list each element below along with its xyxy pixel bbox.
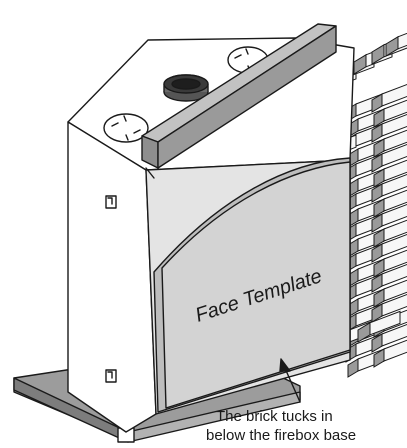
brick-col-9-b [373, 219, 407, 248]
brick-col-3-b [373, 129, 407, 158]
brick-col-10-b [371, 233, 407, 263]
brick-col-16-b [371, 323, 407, 353]
brick-col-1-b [373, 99, 407, 128]
flue-collar [163, 74, 209, 102]
side-clip-upper [105, 195, 117, 209]
vent-circle-left [103, 113, 149, 143]
face-template: Face Template [153, 157, 351, 413]
brick-col-17-b [373, 339, 407, 368]
brick-bottom-2 [357, 310, 401, 343]
brick-top-5 [385, 32, 407, 57]
brick-col-4-b [371, 143, 407, 173]
brick-col-6-b [371, 173, 407, 203]
brick-col-11-b [373, 249, 407, 278]
brick-col-14-b [371, 293, 407, 323]
brick-col-12-b [371, 263, 407, 293]
brick-col-2-b [371, 113, 407, 143]
brick-col-5-b [373, 159, 407, 188]
callout-arrow [279, 358, 301, 403]
callout-line-2: below the firebox base [206, 427, 356, 444]
callout-line-1: The brick tucks in [216, 408, 333, 425]
side-clip-lower [105, 369, 117, 383]
firebox-left-side [67, 121, 157, 433]
lintel-bar [141, 23, 337, 169]
brick-col-7-b [373, 189, 407, 218]
brick-col-0-b [371, 83, 407, 113]
brick-col-13-b [373, 279, 407, 308]
brick-col-8-b [371, 203, 407, 233]
